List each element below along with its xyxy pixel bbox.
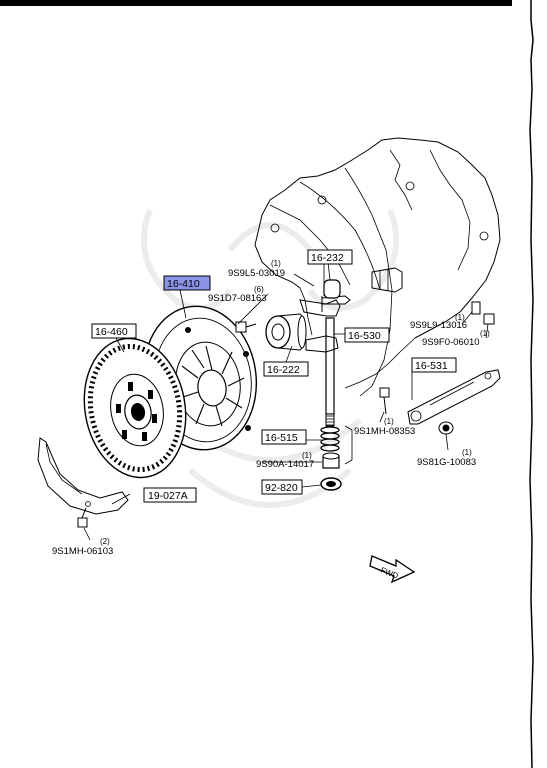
qty-label: (1) [302,451,312,460]
code-label: 9S81G-10083 [417,457,476,468]
part-label: 16-232 [311,252,344,264]
code-label: 9S9L5-03019 [228,268,285,279]
part-label: 16-410 [167,278,200,290]
oil-seal [320,477,342,491]
release-fork-shaft [299,262,351,427]
qty-label: (2) [100,537,110,546]
qty-label: (6) [254,285,264,294]
code-label: 9S1D7-08163 [208,293,267,304]
fastener-label-9S1D7-08163[interactable]: (6) 9S1D7-08163 [208,285,267,304]
fastener-label-9S9L5-03019[interactable]: (1) 9S9L5-03019 [228,259,285,279]
part-box-92-820[interactable]: 92-820 [261,479,303,495]
fastener-label-9S9L9-13016[interactable]: (1) 9S9L9-13016 [410,313,467,331]
code-label: 9S1MH-06103 [52,546,113,557]
part-box-16-410[interactable]: 16-410 [163,275,211,291]
shaft-bushing [322,452,340,469]
qty-label: (1) [480,329,490,338]
part-box-19-027A[interactable]: 19-027A [143,487,197,503]
fastener-label-9S1MH-08353[interactable]: (1) 9S1MH-08353 [354,417,415,437]
part-box-16-530[interactable]: 16-530 [344,327,390,343]
part-label: 92-820 [265,482,298,494]
qty-label: (1) [384,417,394,426]
part-box-16-222[interactable]: 16-222 [263,361,309,377]
release-bearing [265,313,307,351]
release-lever [407,369,501,425]
code-label: 9S9L9-13016 [410,320,467,331]
part-label: 16-222 [267,364,300,376]
part-label: 16-531 [415,360,448,372]
part-label: 16-515 [265,432,298,444]
clutch-dust-cover [37,437,129,515]
qty-label: (1) [462,448,472,457]
part-box-16-232[interactable]: 16-232 [307,249,353,265]
code-label: 9S9F0-06010 [422,337,480,348]
qty-label: (1) [271,259,281,268]
part-label: 16-530 [348,330,381,342]
qty-label: (1) [455,313,465,322]
leader-lines [83,261,489,541]
clutch-disc [83,337,187,479]
fastener-label-9S1MH-06103[interactable]: (2) 9S1MH-06103 [52,537,113,557]
return-spring [320,426,340,452]
fastener-label-9S81G-10083[interactable]: (1) 9S81G-10083 [417,448,476,468]
code-label: 9S1MH-08353 [354,426,415,437]
right-edge-border [529,0,534,768]
forward-direction-arrow: FWD [369,555,416,584]
fastener-label-9S9F0-06010[interactable]: (1) 9S9F0-06010 [422,329,490,348]
code-label: 9S90A-14017 [256,459,314,470]
part-label: 19-027A [148,490,188,502]
part-box-16-460[interactable]: 16-460 [91,323,137,339]
fastener-label-9S90A-14017[interactable]: (1) 9S90A-14017 [256,451,314,470]
top-border [0,0,512,6]
part-box-16-531[interactable]: 16-531 [411,357,457,373]
transmission-housing [254,137,501,397]
part-box-16-515[interactable]: 16-515 [261,429,307,445]
part-label: 16-460 [95,326,128,338]
